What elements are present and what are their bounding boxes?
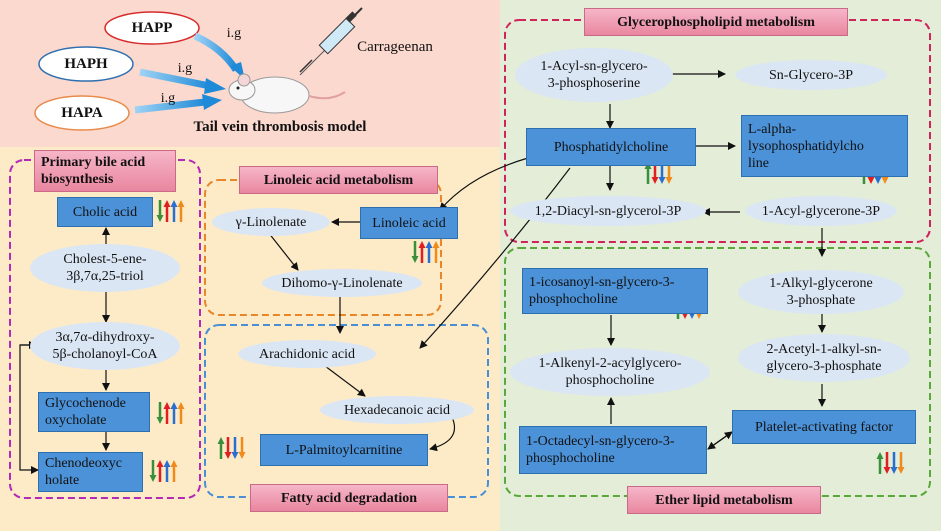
indicator-down-head xyxy=(867,177,875,184)
palm-node: L-Palmitoylcarnitine xyxy=(260,434,428,466)
pc-node: Phosphatidylcholine xyxy=(526,128,696,166)
palm-indicator xyxy=(217,437,246,459)
indicator-down-head xyxy=(897,467,905,474)
indicator-down-head xyxy=(411,256,419,263)
syringe-icon xyxy=(299,7,363,76)
indicator-down-head xyxy=(890,467,898,474)
aa-node: Arachidonic acid xyxy=(238,340,376,368)
cholic-indicator xyxy=(156,200,185,222)
mouse-icon xyxy=(228,73,346,114)
glycero-title: Glycerophospholipid metabolism xyxy=(584,8,848,36)
la-indicator xyxy=(411,241,440,263)
icosanoyl-node: 1-icosanoyl-sn-glycero-3- phosphocholine xyxy=(522,268,708,314)
fatty-acid-group xyxy=(204,324,489,498)
dihydroxy-node: 3α,7α-dihydroxy- 5β-cholanoyl-CoA xyxy=(30,322,180,370)
fatty-title: Fatty acid degradation xyxy=(250,484,448,512)
paf-indicator xyxy=(876,452,905,474)
happ-label: HAPP xyxy=(110,14,194,42)
indicator-down-head xyxy=(156,417,164,424)
indicator-down-head xyxy=(883,467,891,474)
indicator-up-head xyxy=(425,241,433,248)
indicator-down-head xyxy=(238,452,246,459)
carrageenan-label: Carrageenan xyxy=(357,38,433,55)
bile-title: Primary bile acid biosynthesis xyxy=(34,150,176,192)
indicator-up-head xyxy=(177,200,185,207)
model-label: Tail vein thrombosis model xyxy=(193,118,367,135)
indicator-up-head xyxy=(177,402,185,409)
cheno-node: Chenodeoxyc holate xyxy=(38,452,143,492)
gla-node: γ-Linolenate xyxy=(212,208,330,236)
lyso-node: L-alpha- lysophosphatidylcho line xyxy=(741,115,908,177)
ig-label-3: i.g xyxy=(160,90,176,106)
glyco-indicator xyxy=(156,402,185,424)
hapa-label: HAPA xyxy=(40,98,124,128)
haph-arrow xyxy=(139,68,211,90)
indicator-down-head xyxy=(651,177,659,184)
indicator-up-head xyxy=(418,241,426,248)
ether-title: Ether lipid metabolism xyxy=(627,486,821,514)
indicator-down-head xyxy=(231,452,239,459)
indicator-down-head xyxy=(149,475,157,482)
indicator-down-head xyxy=(881,177,889,184)
cholest-node: Cholest-5-ene- 3β,7α,25-triol xyxy=(30,244,180,292)
ig-label-2: i.g xyxy=(177,60,193,76)
indicator-up-head xyxy=(876,452,884,459)
indicator-down-head xyxy=(665,177,673,184)
ig-label-1: i.g xyxy=(226,25,242,41)
acyl-serine-node: 1-Acyl-sn-glycero- 3-phosphoserine xyxy=(515,48,673,102)
hexa-node: Hexadecanoic acid xyxy=(320,396,474,424)
indicator-up-head xyxy=(170,200,178,207)
indicator-up-head xyxy=(163,402,171,409)
dag-node: 1,2-Diacyl-sn-glycerol-3P xyxy=(510,196,706,226)
cholic-node: Cholic acid xyxy=(57,197,153,227)
la-node: Linoleic acid xyxy=(360,207,458,239)
indicator-down-head xyxy=(658,177,666,184)
acetyl-node: 2-Acetyl-1-alkyl-sn- glycero-3-phosphate xyxy=(738,334,910,382)
alkenyl-node: 1-Alkenyl-2-acylglycero- phosphocholine xyxy=(510,348,710,396)
indicator-up-head xyxy=(170,460,178,467)
hapa-arrow xyxy=(134,98,206,114)
indicator-down-head xyxy=(224,452,232,459)
indicator-up-head xyxy=(432,241,440,248)
glyco-node: Glycochenode oxycholate xyxy=(38,392,150,432)
acylglycerone-node: 1-Acyl-glycerone-3P xyxy=(745,196,897,226)
indicator-up-head xyxy=(156,460,164,467)
indicator-up-head xyxy=(163,460,171,467)
indicator-up-head xyxy=(170,402,178,409)
paf-node: Platelet-activating factor xyxy=(732,410,916,444)
cheno-indicator xyxy=(149,460,178,482)
linoleic-title: Linoleic acid metabolism xyxy=(239,166,438,194)
indicator-up-head xyxy=(163,200,171,207)
dgla-node: Dihomo-γ-Linolenate xyxy=(262,269,422,297)
alkylglycerone-node: 1-Alkyl-glycerone 3-phosphate xyxy=(738,270,904,314)
octadecyl-node: 1-Octadecyl-sn-glycero-3- phosphocholine xyxy=(519,426,707,474)
sn-glycero-node: Sn-Glycero-3P xyxy=(735,60,887,90)
haph-label: HAPH xyxy=(44,49,128,79)
indicator-down-head xyxy=(156,215,164,222)
indicator-up-head xyxy=(217,437,225,444)
indicator-down-head xyxy=(874,177,882,184)
